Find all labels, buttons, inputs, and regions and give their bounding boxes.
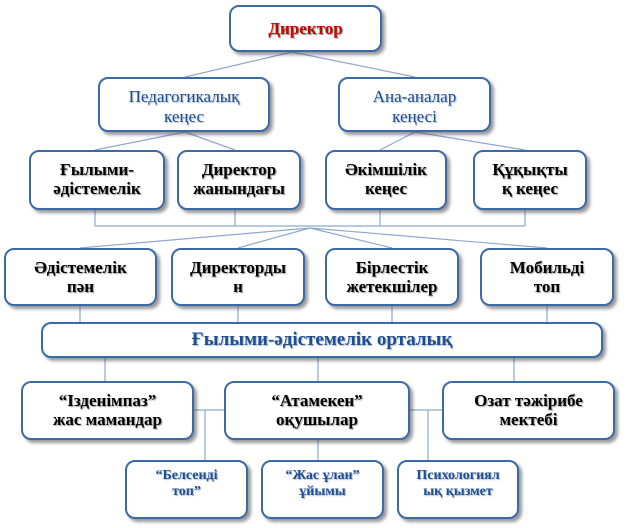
psychological-service-line2: ық қызмет — [423, 484, 493, 499]
scientific-methodical-line1: Ғылыми- — [60, 160, 134, 179]
zhas-ulan-line1: “Жас ұлан” — [285, 468, 360, 483]
under-director-council-box: Директор жанындағы — [177, 150, 301, 210]
zhas-ulan-organization-box: “Жас ұлан” ұйымы — [261, 460, 384, 519]
scientific-methodical-center-bar: Ғылыми-әдістемелік орталық — [41, 322, 603, 358]
union-leaders-line1: Бірлестік — [355, 258, 429, 277]
atameken-students-box: “Атамекен” оқушылар — [224, 381, 410, 440]
scientific-methodical-council-box: Ғылыми- әдістемелік — [29, 150, 165, 210]
methodical-subject-line2: пән — [66, 277, 95, 296]
active-group-line2: топ” — [172, 484, 201, 499]
active-group-box: “Белсенді топ” — [125, 460, 248, 519]
atameken-line2: оқушылар — [276, 410, 358, 429]
pedagogical-council-box: Педагогикалық кеңес — [98, 77, 270, 132]
union-leaders-line2: жетекшілер — [346, 277, 438, 296]
legal-council-line2: қ кеңес — [501, 179, 559, 198]
advanced-experience-school-box: Озат тәжірибе мектебі — [442, 381, 615, 440]
mobile-group-line2: топ — [533, 277, 561, 296]
directors-box: Директорды н — [171, 248, 305, 306]
center-bar-label: Ғылыми-әдістемелік орталық — [191, 329, 453, 350]
parents-council-box: Ана-аналар кеңесі — [338, 77, 491, 132]
methodical-subject-line1: Әдістемелік — [34, 258, 127, 277]
parents-council-line1: Ана-аналар — [372, 87, 457, 106]
advanced-experience-line1: Озат тәжірибе — [474, 391, 583, 410]
young-specialists-box: “Ізденімпаз” жас мамандар — [21, 381, 194, 440]
directors-line1: Директорды — [189, 258, 286, 277]
psychological-service-line1: Психологиял — [416, 468, 500, 483]
pedagogical-council-line1: Педагогикалық — [128, 87, 240, 106]
parents-council-line2: кеңесі — [392, 107, 437, 126]
young-specialists-line1: “Ізденімпаз” — [58, 391, 157, 410]
scientific-methodical-line2: әдістемелік — [53, 179, 141, 198]
psychological-service-box: Психологиял ық қызмет — [397, 460, 519, 519]
advanced-experience-line2: мектебі — [499, 410, 558, 429]
directors-line2: н — [233, 277, 243, 296]
atameken-line1: “Атамекен” — [271, 391, 363, 410]
union-leaders-box: Бірлестік жетекшілер — [325, 248, 459, 306]
zhas-ulan-line2: ұйымы — [299, 484, 346, 499]
legal-council-box: Құқықты қ кеңес — [473, 150, 587, 210]
administrative-council-box: Әкімшілік кеңес — [325, 150, 447, 210]
active-group-line1: “Белсенді — [155, 468, 218, 483]
methodical-subject-box: Әдістемелік пән — [4, 248, 157, 306]
administrative-council-line1: Әкімшілік — [345, 160, 427, 179]
legal-council-line1: Құқықты — [492, 160, 568, 179]
under-director-line2: жанындағы — [193, 179, 285, 198]
under-director-line1: Директор — [201, 160, 277, 179]
young-specialists-line2: жас мамандар — [53, 410, 162, 429]
mobile-group-line1: Мобильді — [509, 258, 585, 277]
director-label: Директор — [268, 18, 343, 38]
mobile-group-box: Мобильді топ — [480, 248, 614, 306]
administrative-council-line2: кеңес — [364, 179, 407, 198]
director-box: Директор — [229, 5, 382, 52]
pedagogical-council-line2: кеңес — [164, 107, 204, 126]
